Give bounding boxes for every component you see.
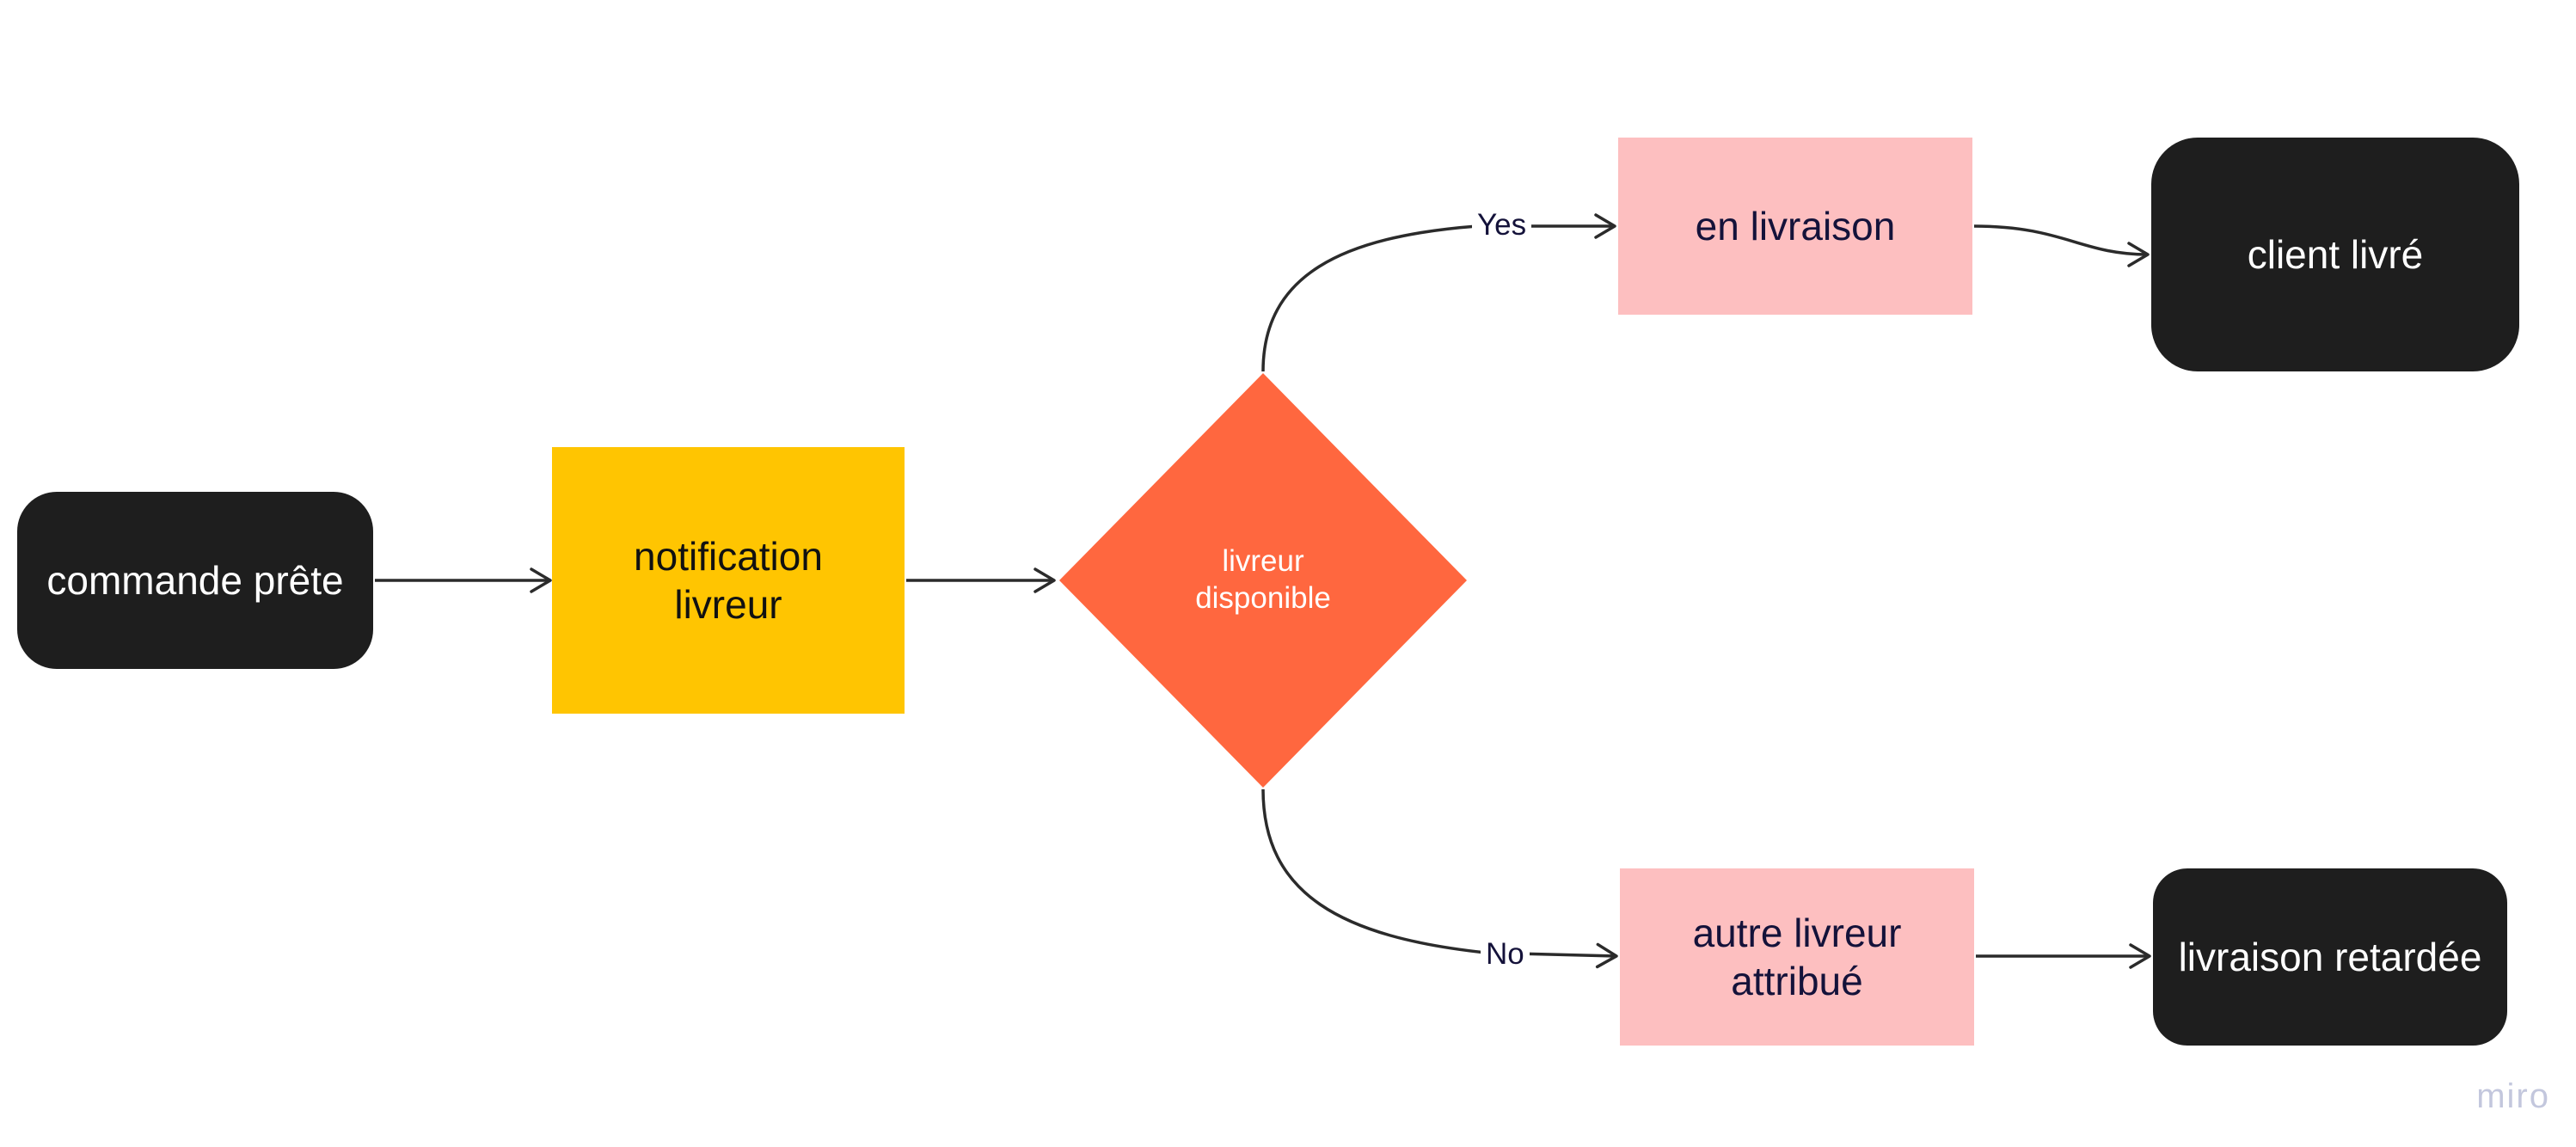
node-livraison-retardee-label: livraison retardée — [2178, 934, 2482, 979]
node-commande-prete[interactable]: commande prête — [17, 492, 373, 669]
miro-watermark: miro — [2476, 1077, 2550, 1115]
edge-label-no: No — [1481, 939, 1530, 969]
connector-en-livraison-to-client-livre[interactable] — [1973, 224, 2150, 267]
decision-diamond-shape — [1059, 373, 1467, 788]
node-livraison-retardee[interactable]: livraison retardée — [2153, 868, 2507, 1046]
edge-label-yes: Yes — [1472, 210, 1532, 240]
node-commande-prete-label: commande prête — [46, 557, 344, 603]
connector-decision-yes-to-en-livraison[interactable] — [1261, 213, 1616, 372]
node-livreur-disponible[interactable]: livreur disponible — [1059, 373, 1467, 788]
node-autre-livreur-attribue[interactable]: autre livreur attribué — [1620, 868, 1974, 1046]
node-livreur-disponible-label: livreur disponible — [1195, 544, 1331, 615]
node-en-livraison[interactable]: en livraison — [1618, 138, 1972, 315]
connector-decision-no-to-autre-livreur[interactable] — [1261, 788, 1618, 969]
node-en-livraison-label: en livraison — [1695, 203, 1896, 248]
node-autre-livreur-attribue-label: autre livreur attribué — [1692, 910, 1902, 1003]
node-client-livre-label: client livré — [2247, 231, 2424, 277]
node-client-livre[interactable]: client livré — [2151, 138, 2519, 371]
node-notification-livreur[interactable]: notification livreur — [552, 447, 905, 714]
node-notification-livreur-label: notification livreur — [634, 533, 823, 627]
